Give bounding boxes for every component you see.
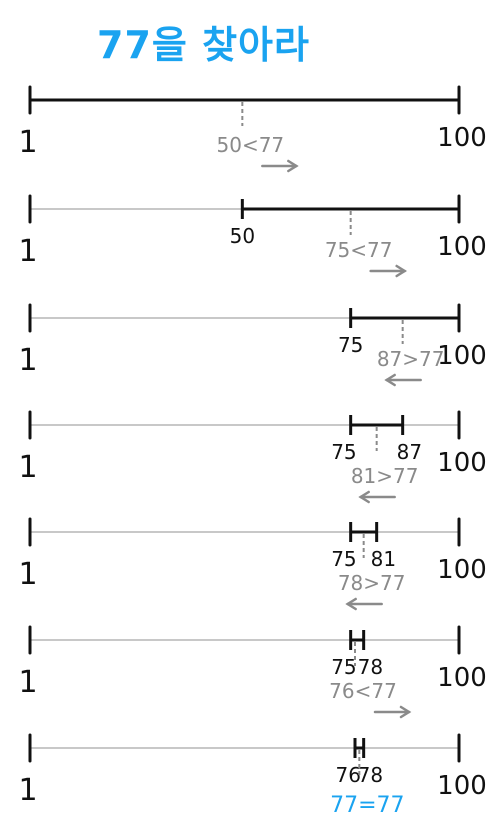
comparison-label: 78>77 <box>338 571 406 595</box>
direction-arrow-head <box>358 490 370 504</box>
endpoint-label: 81 <box>371 547 396 571</box>
endpoint-label: 1 <box>18 557 37 592</box>
direction-arrow-head <box>384 373 396 387</box>
endpoint-label: 1 <box>18 665 37 700</box>
direction-arrow-head <box>395 264 408 278</box>
endpoint-label: 1 <box>18 773 37 808</box>
endpoint-label: 100 <box>437 123 487 153</box>
comparison-label: 75<77 <box>325 238 393 262</box>
endpoint-label: 78 <box>358 655 383 679</box>
comparison-label: 50<77 <box>217 133 285 157</box>
direction-arrow-head <box>399 705 412 719</box>
comparison-label: 87>77 <box>377 347 445 371</box>
comparison-label: 76<77 <box>329 679 397 703</box>
found-result: 77=77 <box>330 793 404 818</box>
direction-arrow-head <box>287 159 299 173</box>
endpoint-label: 78 <box>358 763 383 787</box>
direction-arrow-head <box>345 597 357 611</box>
endpoint-label: 100 <box>437 771 487 801</box>
endpoint-label: 87 <box>397 440 422 464</box>
endpoint-label: 1 <box>18 343 37 378</box>
endpoint-label: 1 <box>18 125 37 160</box>
comparison-label: 81>77 <box>351 464 419 488</box>
endpoint-label: 75 <box>338 333 363 357</box>
endpoint-label: 75 <box>331 440 356 464</box>
endpoint-label: 100 <box>437 448 487 478</box>
endpoint-label: 50 <box>230 224 255 248</box>
endpoint-label: 100 <box>437 555 487 585</box>
endpoint-label: 1 <box>18 450 37 485</box>
endpoint-label: 100 <box>437 663 487 693</box>
endpoint-label: 75 <box>331 655 356 679</box>
page-title: 77을 찾아라 <box>97 23 310 67</box>
endpoint-label: 76 <box>336 763 361 787</box>
endpoint-label: 1 <box>18 234 37 269</box>
endpoint-label: 75 <box>331 547 356 571</box>
endpoint-label: 100 <box>437 341 487 371</box>
endpoint-label: 100 <box>437 232 487 262</box>
